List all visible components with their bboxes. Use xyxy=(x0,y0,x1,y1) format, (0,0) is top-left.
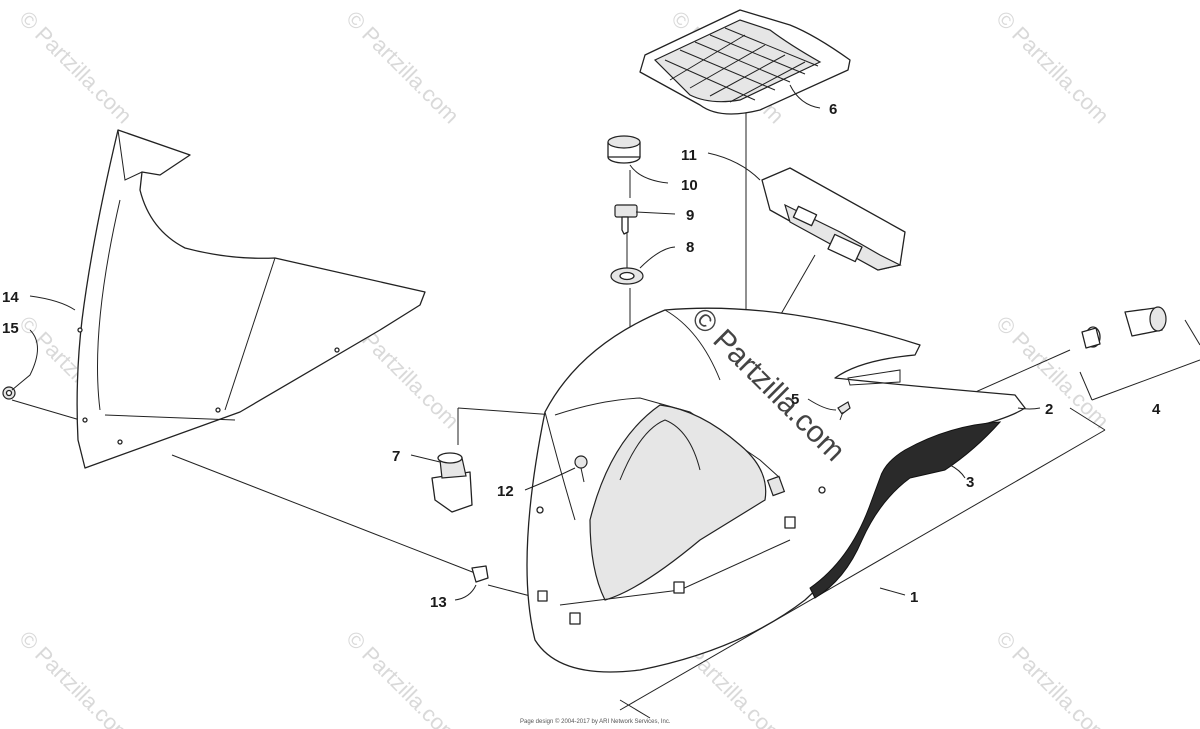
hood xyxy=(526,307,1026,673)
switch xyxy=(431,452,473,513)
control-module xyxy=(761,167,906,271)
callout-leaders xyxy=(11,84,1041,601)
callout-15: 15 xyxy=(2,320,19,337)
clip-13 xyxy=(471,565,489,583)
callout-6: 6 xyxy=(829,101,837,118)
watermark: © Partzilla.com xyxy=(991,6,1114,129)
callout-5: 5 xyxy=(791,391,799,408)
screw-12 xyxy=(574,455,588,483)
callout-1: 1 xyxy=(910,589,918,606)
callout-7: 7 xyxy=(392,448,400,465)
callouts: 1 2 3 4 5 6 7 8 9 10 11 12 13 14 15 xyxy=(2,101,1161,611)
decal xyxy=(809,421,1002,599)
screw-5 xyxy=(837,369,901,421)
watermark: © Partzilla.com xyxy=(991,626,1114,729)
key xyxy=(614,204,638,235)
callout-14: 14 xyxy=(2,289,19,306)
callout-8: 8 xyxy=(686,239,694,256)
windshield xyxy=(76,129,426,469)
footer-copyright: Page design © 2004-2017 by ARI Network S… xyxy=(520,718,671,725)
storage-net xyxy=(639,9,851,115)
callout-4: 4 xyxy=(1152,401,1161,418)
ignition-grommet xyxy=(610,267,644,285)
callout-3: 3 xyxy=(966,474,974,491)
power-outlet xyxy=(1081,306,1167,349)
watermark: © Partzilla.com xyxy=(14,6,137,129)
callout-9: 9 xyxy=(686,207,694,224)
callout-2: 2 xyxy=(1045,401,1053,418)
watermark: © Partzilla.com xyxy=(341,6,464,129)
callout-11: 11 xyxy=(681,147,697,164)
callout-12: 12 xyxy=(497,483,514,500)
watermark: © Partzilla.com xyxy=(341,626,464,729)
watermark: © Partzilla.com xyxy=(14,626,137,729)
ignition-cap xyxy=(607,135,641,164)
callout-13: 13 xyxy=(430,594,447,611)
callout-10: 10 xyxy=(681,177,698,194)
